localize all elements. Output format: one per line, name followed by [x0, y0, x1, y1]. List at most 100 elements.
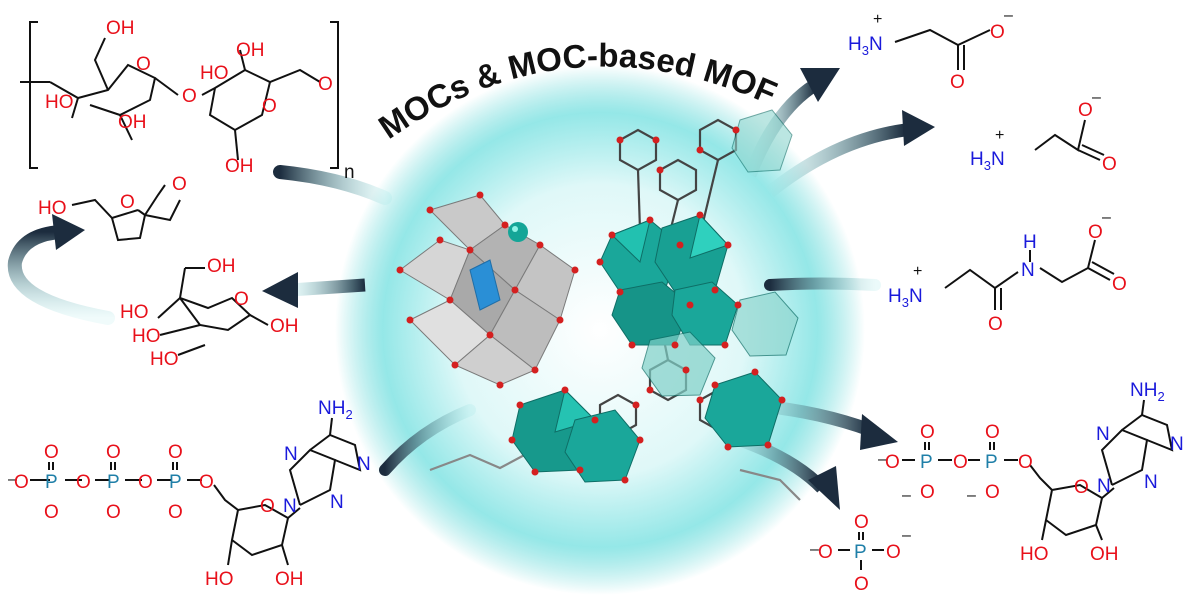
- atp-n-1: N: [357, 454, 371, 475]
- atp-o-bridge-2: O: [138, 472, 153, 493]
- adp-ho: HO: [1020, 544, 1049, 565]
- adp-p-1: P: [920, 452, 933, 473]
- hmf-o-ald: O: [172, 174, 187, 195]
- glycylglycine-minus: –: [1102, 209, 1111, 226]
- atp-p-1: P: [45, 472, 58, 493]
- glycylglycine-h3n: H3N: [888, 286, 923, 310]
- arrow-to-adp-head: [860, 414, 898, 450]
- cellulose-oh-top2: OH: [236, 40, 265, 61]
- glycylglycine-structure: H3N + N H O O – O: [888, 209, 1127, 335]
- arrow-to-glucose-head: [262, 272, 298, 308]
- glycine-1-h3n: H3N: [848, 34, 883, 58]
- glucose-oh-top: OH: [207, 256, 236, 277]
- atp-o-top-2: O: [106, 442, 121, 463]
- phosphate-minus-2: –: [902, 527, 911, 544]
- glycine-2-o-carbonyl: O: [1102, 154, 1117, 175]
- cellulose-subscript-n: n: [344, 162, 355, 183]
- arrow-to-glycine-2: [765, 123, 906, 198]
- adp-o-bot-1: O: [920, 482, 935, 503]
- arrow-atp-in: [379, 404, 476, 476]
- arrow-glycylglycine-in: [764, 277, 881, 291]
- hmf-o-ring: O: [120, 192, 135, 213]
- atp-o-bridge-1: O: [76, 472, 91, 493]
- glycine-1-o-carbonyl: O: [950, 72, 965, 93]
- atp-o-1: O: [14, 472, 29, 493]
- adp-n-3: N: [1144, 472, 1158, 493]
- glycine-2-o-minus: O: [1078, 100, 1093, 121]
- atp-n-9: N: [283, 496, 297, 517]
- glow-sphere: [335, 65, 865, 595]
- glycylglycine-o-minus: O: [1088, 222, 1103, 243]
- adp-n-7: N: [1096, 424, 1110, 445]
- adp-n-1: N: [1170, 434, 1184, 455]
- atp-o-bot-2: O: [106, 502, 121, 523]
- cellulose-ho-left: HO: [45, 92, 74, 113]
- arrow-to-glycine-1-head: [800, 68, 840, 102]
- atp-structure: – O P O O O P O O O P O O O O HO OH N N …: [8, 398, 371, 590]
- phosphate-minus-1: –: [810, 541, 819, 558]
- glycine-1-plus: +: [873, 11, 882, 28]
- adp-minus-3: –: [967, 487, 976, 504]
- cellulose-oh-top: OH: [106, 18, 135, 39]
- atp-n-7: N: [284, 444, 298, 465]
- atp-p-3: P: [169, 472, 182, 493]
- adp-o-bridge-2: O: [1018, 452, 1033, 473]
- atp-o-ring: O: [260, 496, 275, 517]
- adp-structure: – O P O O – O P O O – O O HO OH N N N N …: [878, 380, 1184, 565]
- arrow-to-glycine-2-head: [902, 110, 935, 146]
- cellulose-oh-bottom2: OH: [225, 156, 254, 177]
- glycylglycine-o-amide: O: [988, 314, 1003, 335]
- hmf-ho: HO: [38, 198, 67, 219]
- atp-o-bridge-3: O: [199, 472, 214, 493]
- atp-o-top-3: O: [168, 442, 183, 463]
- arrow-glucose-to-hmf-head: [52, 214, 85, 250]
- glycine-2-minus: –: [1092, 89, 1101, 106]
- atp-minus-1: –: [8, 471, 17, 488]
- glycine-1-structure: H3N + O O –: [848, 7, 1013, 93]
- atp-nh2: NH2: [318, 398, 353, 422]
- glucose-o-ring: O: [234, 289, 249, 310]
- glucose-structure: OH HO HO HO OH O: [120, 256, 299, 370]
- atp-o-bot-3: O: [168, 502, 183, 523]
- arrow-cellulose-in: [273, 165, 392, 205]
- teal-octahedra: [511, 109, 799, 483]
- glycine-2-structure: H3N + O – O: [970, 89, 1117, 175]
- adp-minus-2: –: [902, 487, 911, 504]
- phosphate-structure: – O P O O – O: [810, 512, 911, 595]
- phosphate-o-left: O: [818, 542, 833, 563]
- atp-n-3: N: [330, 492, 344, 513]
- glycine-1-o-minus: O: [990, 22, 1005, 43]
- glucose-ho-1: HO: [120, 302, 149, 323]
- cellulose-o-end: O: [318, 74, 333, 95]
- cellulose-oh-bottom: OH: [118, 112, 147, 133]
- glycylglycine-plus: +: [913, 263, 922, 280]
- atp-o-bot-1: O: [44, 502, 59, 523]
- glucose-ho-2: HO: [132, 326, 161, 347]
- atp-o-top-1: O: [44, 442, 59, 463]
- glucose-ho-3: HO: [150, 349, 179, 370]
- glycine-2-plus: +: [995, 127, 1004, 144]
- gray-polyoxometalate-cluster: [399, 194, 576, 386]
- atp-oh: OH: [275, 569, 304, 590]
- arrow-to-glucose: [289, 278, 366, 297]
- hmf-structure: HO O O: [38, 174, 187, 242]
- cellulose-o-ring2: O: [262, 96, 277, 117]
- arrow-glucose-to-hmf: [7, 225, 115, 325]
- phosphate-o-right: O: [886, 542, 901, 563]
- glycylglycine-n: N: [1021, 260, 1035, 281]
- glucose-oh-r: OH: [270, 316, 299, 337]
- glycine-2-h3n: H3N: [970, 149, 1005, 173]
- cellulose-o-ring1: O: [136, 54, 151, 75]
- glycylglycine-h: H: [1023, 232, 1037, 253]
- adp-o-1: O: [885, 452, 900, 473]
- adp-o-top-1: O: [920, 422, 935, 443]
- adp-minus-1: –: [878, 451, 887, 468]
- adp-o-ring: O: [1074, 477, 1089, 498]
- adp-p-2: P: [985, 452, 998, 473]
- arrow-to-phosphate-head: [808, 466, 840, 510]
- glycylglycine-o-carbonyl: O: [1112, 274, 1127, 295]
- adp-o-bot-2: O: [985, 482, 1000, 503]
- phosphate-o-top: O: [854, 512, 869, 533]
